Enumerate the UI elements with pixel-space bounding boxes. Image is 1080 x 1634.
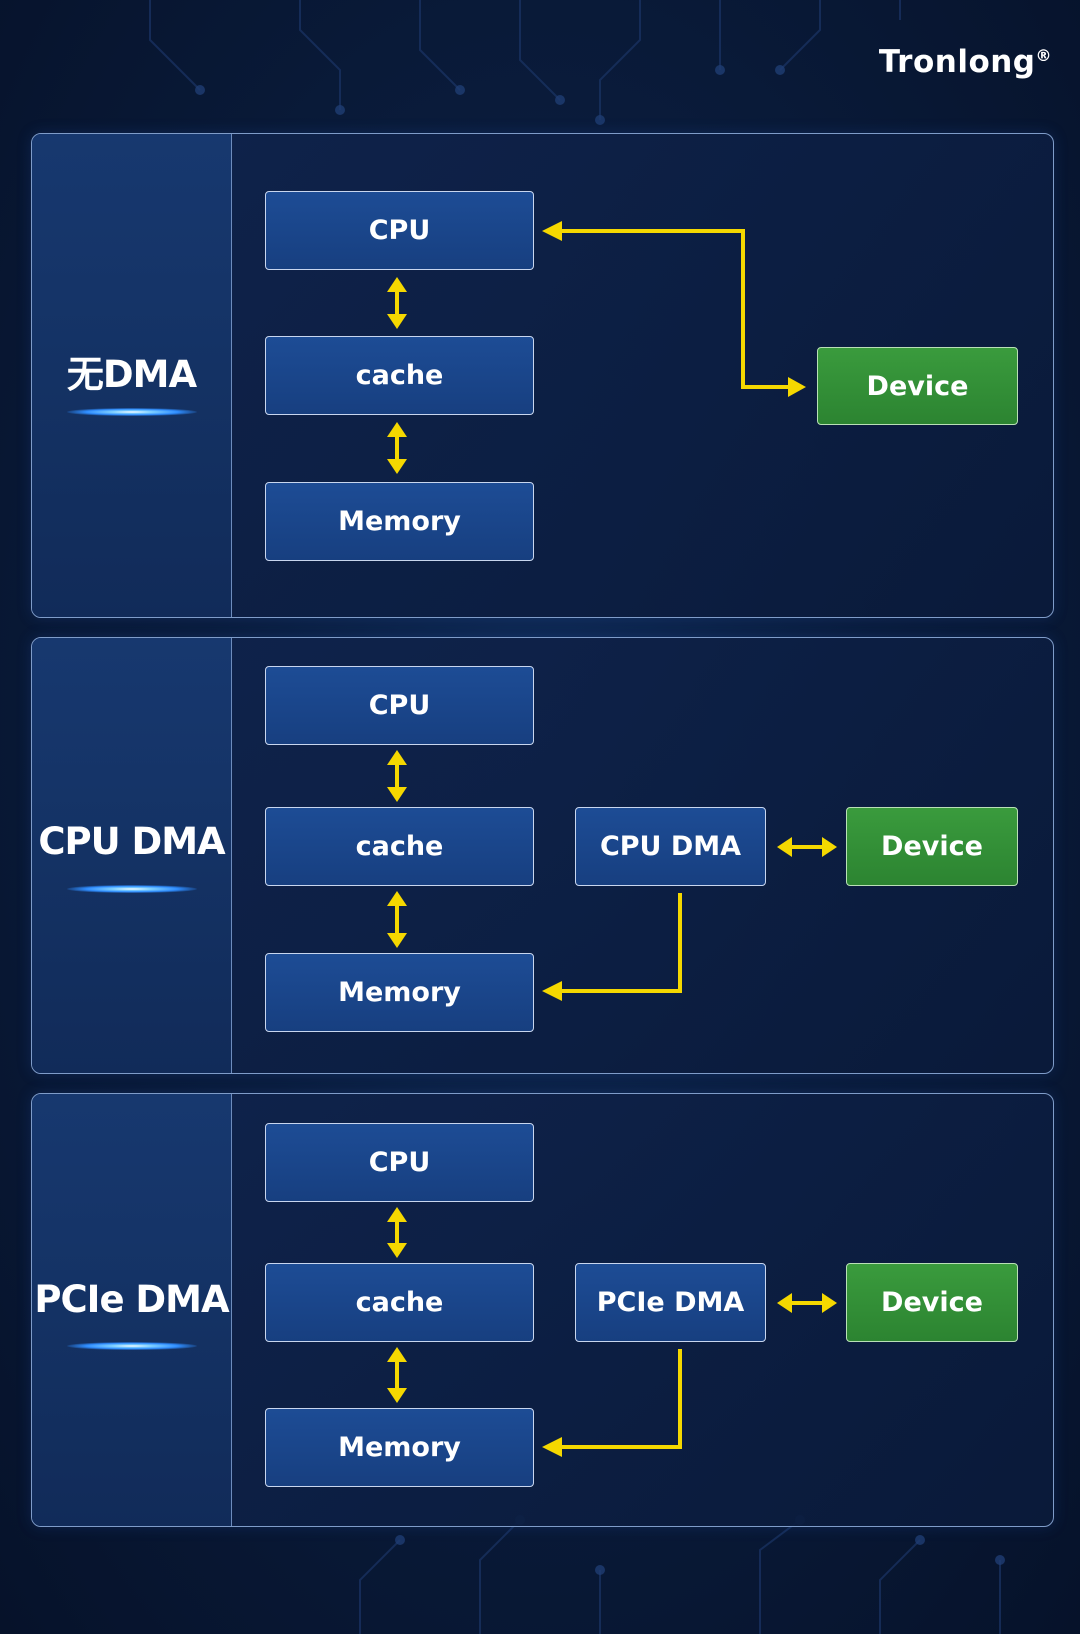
cache-box: cache xyxy=(265,1263,534,1342)
tronlong-logo: Tronlong® xyxy=(878,44,1052,80)
device-box: Device xyxy=(846,807,1018,886)
panel-no-dma: 无DMA CPU cache Memory Device xyxy=(31,133,1054,618)
device-box: Device xyxy=(846,1263,1018,1342)
panel-side-label: CPU DMA xyxy=(32,638,232,1073)
panel-pcie-dma: PCIe DMA CPU cache Memory PCIe DMA Devic… xyxy=(31,1093,1054,1527)
memory-box: Memory xyxy=(265,953,534,1032)
dma-box: PCIe DMA xyxy=(575,1263,766,1342)
cache-box: cache xyxy=(265,807,534,886)
dma-box: CPU DMA xyxy=(575,807,766,886)
cache-box: cache xyxy=(265,336,534,415)
device-box: Device xyxy=(817,347,1018,425)
diagram-pcie-dma: CPU cache Memory PCIe DMA Device xyxy=(32,1094,1053,1526)
cpu-box: CPU xyxy=(265,666,534,745)
panel-cpu-dma: CPU DMA CPU cache Memory CPU DMA Device xyxy=(31,637,1054,1074)
memory-box: Memory xyxy=(265,482,534,561)
panel-title: 无DMA xyxy=(66,353,197,396)
cpu-box: CPU xyxy=(265,1123,534,1202)
title-glow xyxy=(67,885,197,893)
memory-box: Memory xyxy=(265,1408,534,1487)
title-glow xyxy=(67,1342,197,1350)
diagram-cpu-dma: CPU cache Memory CPU DMA Device xyxy=(32,638,1053,1073)
panel-title: CPU DMA xyxy=(38,820,225,863)
title-glow xyxy=(67,408,197,416)
cpu-box: CPU xyxy=(265,191,534,270)
panel-side-label: PCIe DMA xyxy=(32,1094,232,1526)
panel-title: PCIe DMA xyxy=(34,1278,229,1321)
diagram-no-dma: CPU cache Memory Device xyxy=(32,134,1053,617)
panel-side-label: 无DMA xyxy=(32,134,232,617)
